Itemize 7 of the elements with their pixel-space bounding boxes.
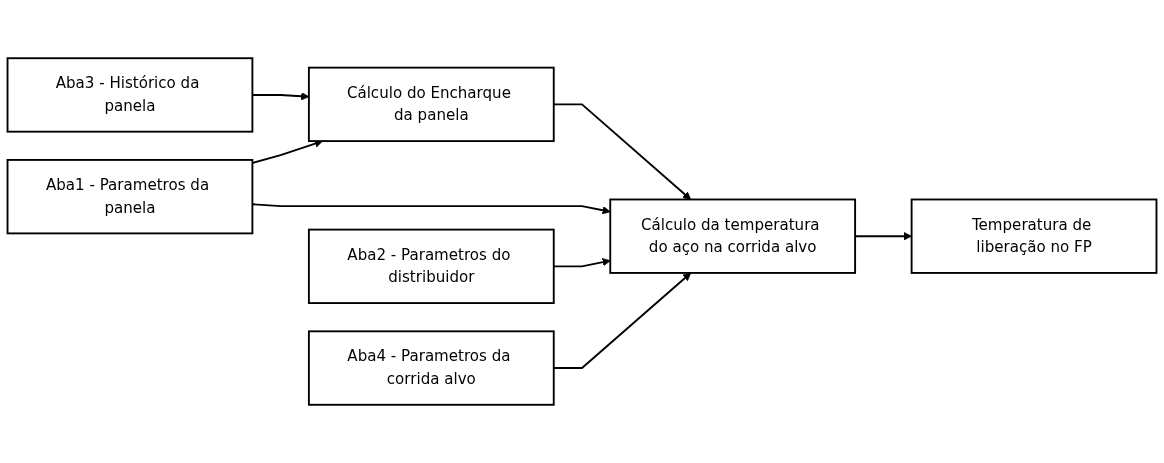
node-box: Aba4 - Parametros da corrida alvo [307, 330, 555, 406]
node-box: Cálculo do Encharque da panela [307, 66, 555, 143]
node-box: Temperatura de liberação no FP [910, 198, 1158, 274]
node-box: Aba2 - Parametros do distribuidor [307, 228, 555, 304]
node-box: Aba3 - Histórico da panela [6, 57, 254, 133]
node-box: Aba1 - Parametros da panela [6, 159, 254, 235]
node-box: Cálculo da temperatura do aço na corrida alvo [609, 198, 857, 274]
